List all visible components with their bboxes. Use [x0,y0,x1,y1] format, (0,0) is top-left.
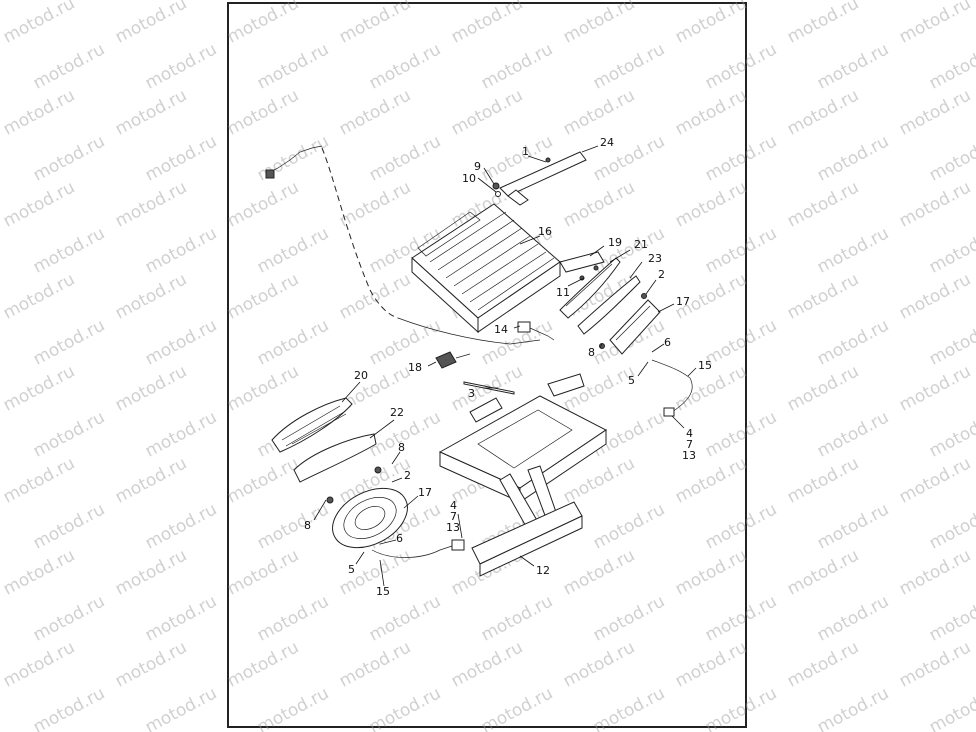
callout-13-left: 13 [446,521,460,534]
callout-23: 23 [648,252,662,265]
right-speaker-grille [559,257,621,319]
callout-15-right: 15 [698,359,712,372]
main-bracket [438,373,607,531]
callout-2-left: 2 [404,469,411,482]
callout-15-left: 15 [376,585,390,598]
wiring-harness [265,145,541,345]
callout-9: 9 [474,160,481,173]
washer-icon [495,191,501,197]
callout-24: 24 [600,136,614,149]
callout-labels: 1 24 9 10 16 19 21 23 11 2 17 14 8 6 5 1… [304,136,712,598]
callout-8-left-upper: 8 [398,441,405,454]
mounting-plate [559,251,605,281]
callout-5-left: 5 [348,563,355,576]
left-grille-gasket [293,433,377,483]
callout-8-right: 8 [588,346,595,359]
callout-1: 1 [522,145,529,158]
right-grille-gasket [577,275,641,335]
callout-11: 11 [556,286,570,299]
callout-17-left: 17 [418,486,432,499]
amplifier [411,157,561,334]
callout-21: 21 [634,238,648,251]
callout-7-right: 7 [686,438,693,451]
callout-22: 22 [390,406,404,419]
callout-10: 10 [462,172,476,185]
callout-14: 14 [494,323,508,336]
nut-icon [492,182,500,190]
callout-3: 3 [468,387,475,400]
right-speaker-wire [651,359,693,417]
antenna [435,351,471,369]
callout-2-right: 2 [658,268,665,281]
right-speaker [599,293,661,355]
left-speaker-grille [271,397,353,453]
mounting-strap [499,151,587,206]
callout-8-left-lower: 8 [304,519,311,532]
callout-12: 12 [536,564,550,577]
left-speaker [326,466,408,549]
leader-lines [313,145,697,587]
callout-4-left: 4 [450,499,457,512]
callout-16: 16 [538,225,552,238]
callout-19: 19 [608,236,622,249]
callout-5-right: 5 [628,374,635,387]
left-speaker-wire [371,539,465,558]
callout-20: 20 [354,369,368,382]
antenna-module [517,321,555,341]
drawing-frame [227,2,747,728]
callout-4-right: 4 [686,427,693,440]
lower-bracket [471,501,583,577]
callout-13-right: 13 [682,449,696,462]
harness-connector [265,169,275,179]
callout-7-left: 7 [450,510,457,523]
right-wire-connector [663,407,675,417]
left-wire-connector [451,539,465,551]
callout-6-left: 6 [396,532,403,545]
callout-6-right: 6 [664,336,671,349]
callout-17-right: 17 [676,295,690,308]
callout-18: 18 [408,361,422,374]
